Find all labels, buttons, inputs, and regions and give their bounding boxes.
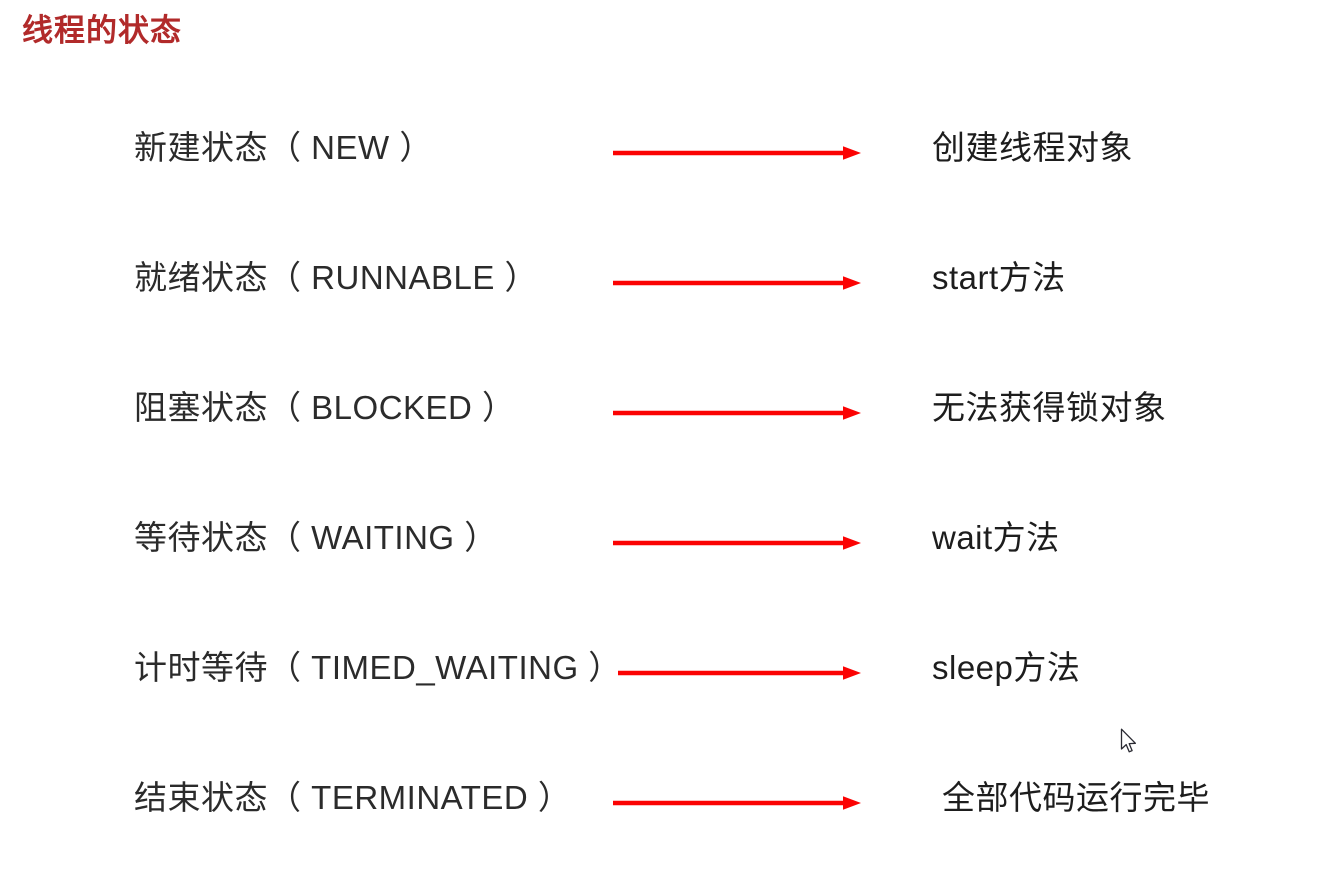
thread-state-label: 计时等待（ TIMED_WAITING ）	[134, 649, 622, 686]
transition-arrow-icon	[618, 662, 862, 684]
page-title: 线程的状态	[22, 13, 182, 48]
state-flow-row: 就绪状态（ RUNNABLE ） start方法	[0, 234, 1324, 364]
transition-cause-label: sleep方法	[932, 649, 1081, 686]
transition-cause-label: 创建线程对象	[932, 129, 1133, 166]
thread-state-label: 等待状态（ WAITING ）	[134, 519, 498, 556]
transition-cause-label: wait方法	[932, 519, 1060, 556]
transition-arrow-icon	[613, 532, 862, 554]
transition-cause-label: 无法获得锁对象	[932, 389, 1167, 426]
transition-cause-label: start方法	[932, 259, 1066, 296]
transition-arrow-icon	[613, 142, 862, 164]
state-flow-row: 结束状态（ TERMINATED ） 全部代码运行完毕	[0, 754, 1324, 884]
thread-state-label: 阻塞状态（ BLOCKED ）	[134, 389, 516, 426]
thread-state-label: 结束状态（ TERMINATED ）	[134, 779, 572, 816]
mouse-pointer-icon	[1120, 728, 1140, 756]
state-flow-list: 新建状态（ NEW ） 创建线程对象就绪状态（ RUNNABLE ） start方法…	[0, 104, 1324, 884]
transition-arrow-icon	[613, 792, 862, 814]
transition-arrow-icon	[613, 402, 862, 424]
slide-canvas: 线程的状态 新建状态（ NEW ） 创建线程对象就绪状态（ RUNNABLE ） s…	[22, 13, 1210, 816]
thread-state-label: 新建状态（ NEW ）	[134, 129, 433, 166]
thread-state-label: 就绪状态（ RUNNABLE ）	[134, 259, 539, 296]
state-flow-row: 新建状态（ NEW ） 创建线程对象	[0, 104, 1324, 234]
transition-arrow-icon	[613, 272, 862, 294]
state-flow-row: 等待状态（ WAITING ） wait方法	[0, 494, 1324, 624]
state-flow-row: 阻塞状态（ BLOCKED ） 无法获得锁对象	[0, 364, 1324, 494]
transition-cause-label: 全部代码运行完毕	[942, 779, 1210, 816]
state-flow-row: 计时等待（ TIMED_WAITING ） sleep方法	[0, 624, 1324, 754]
